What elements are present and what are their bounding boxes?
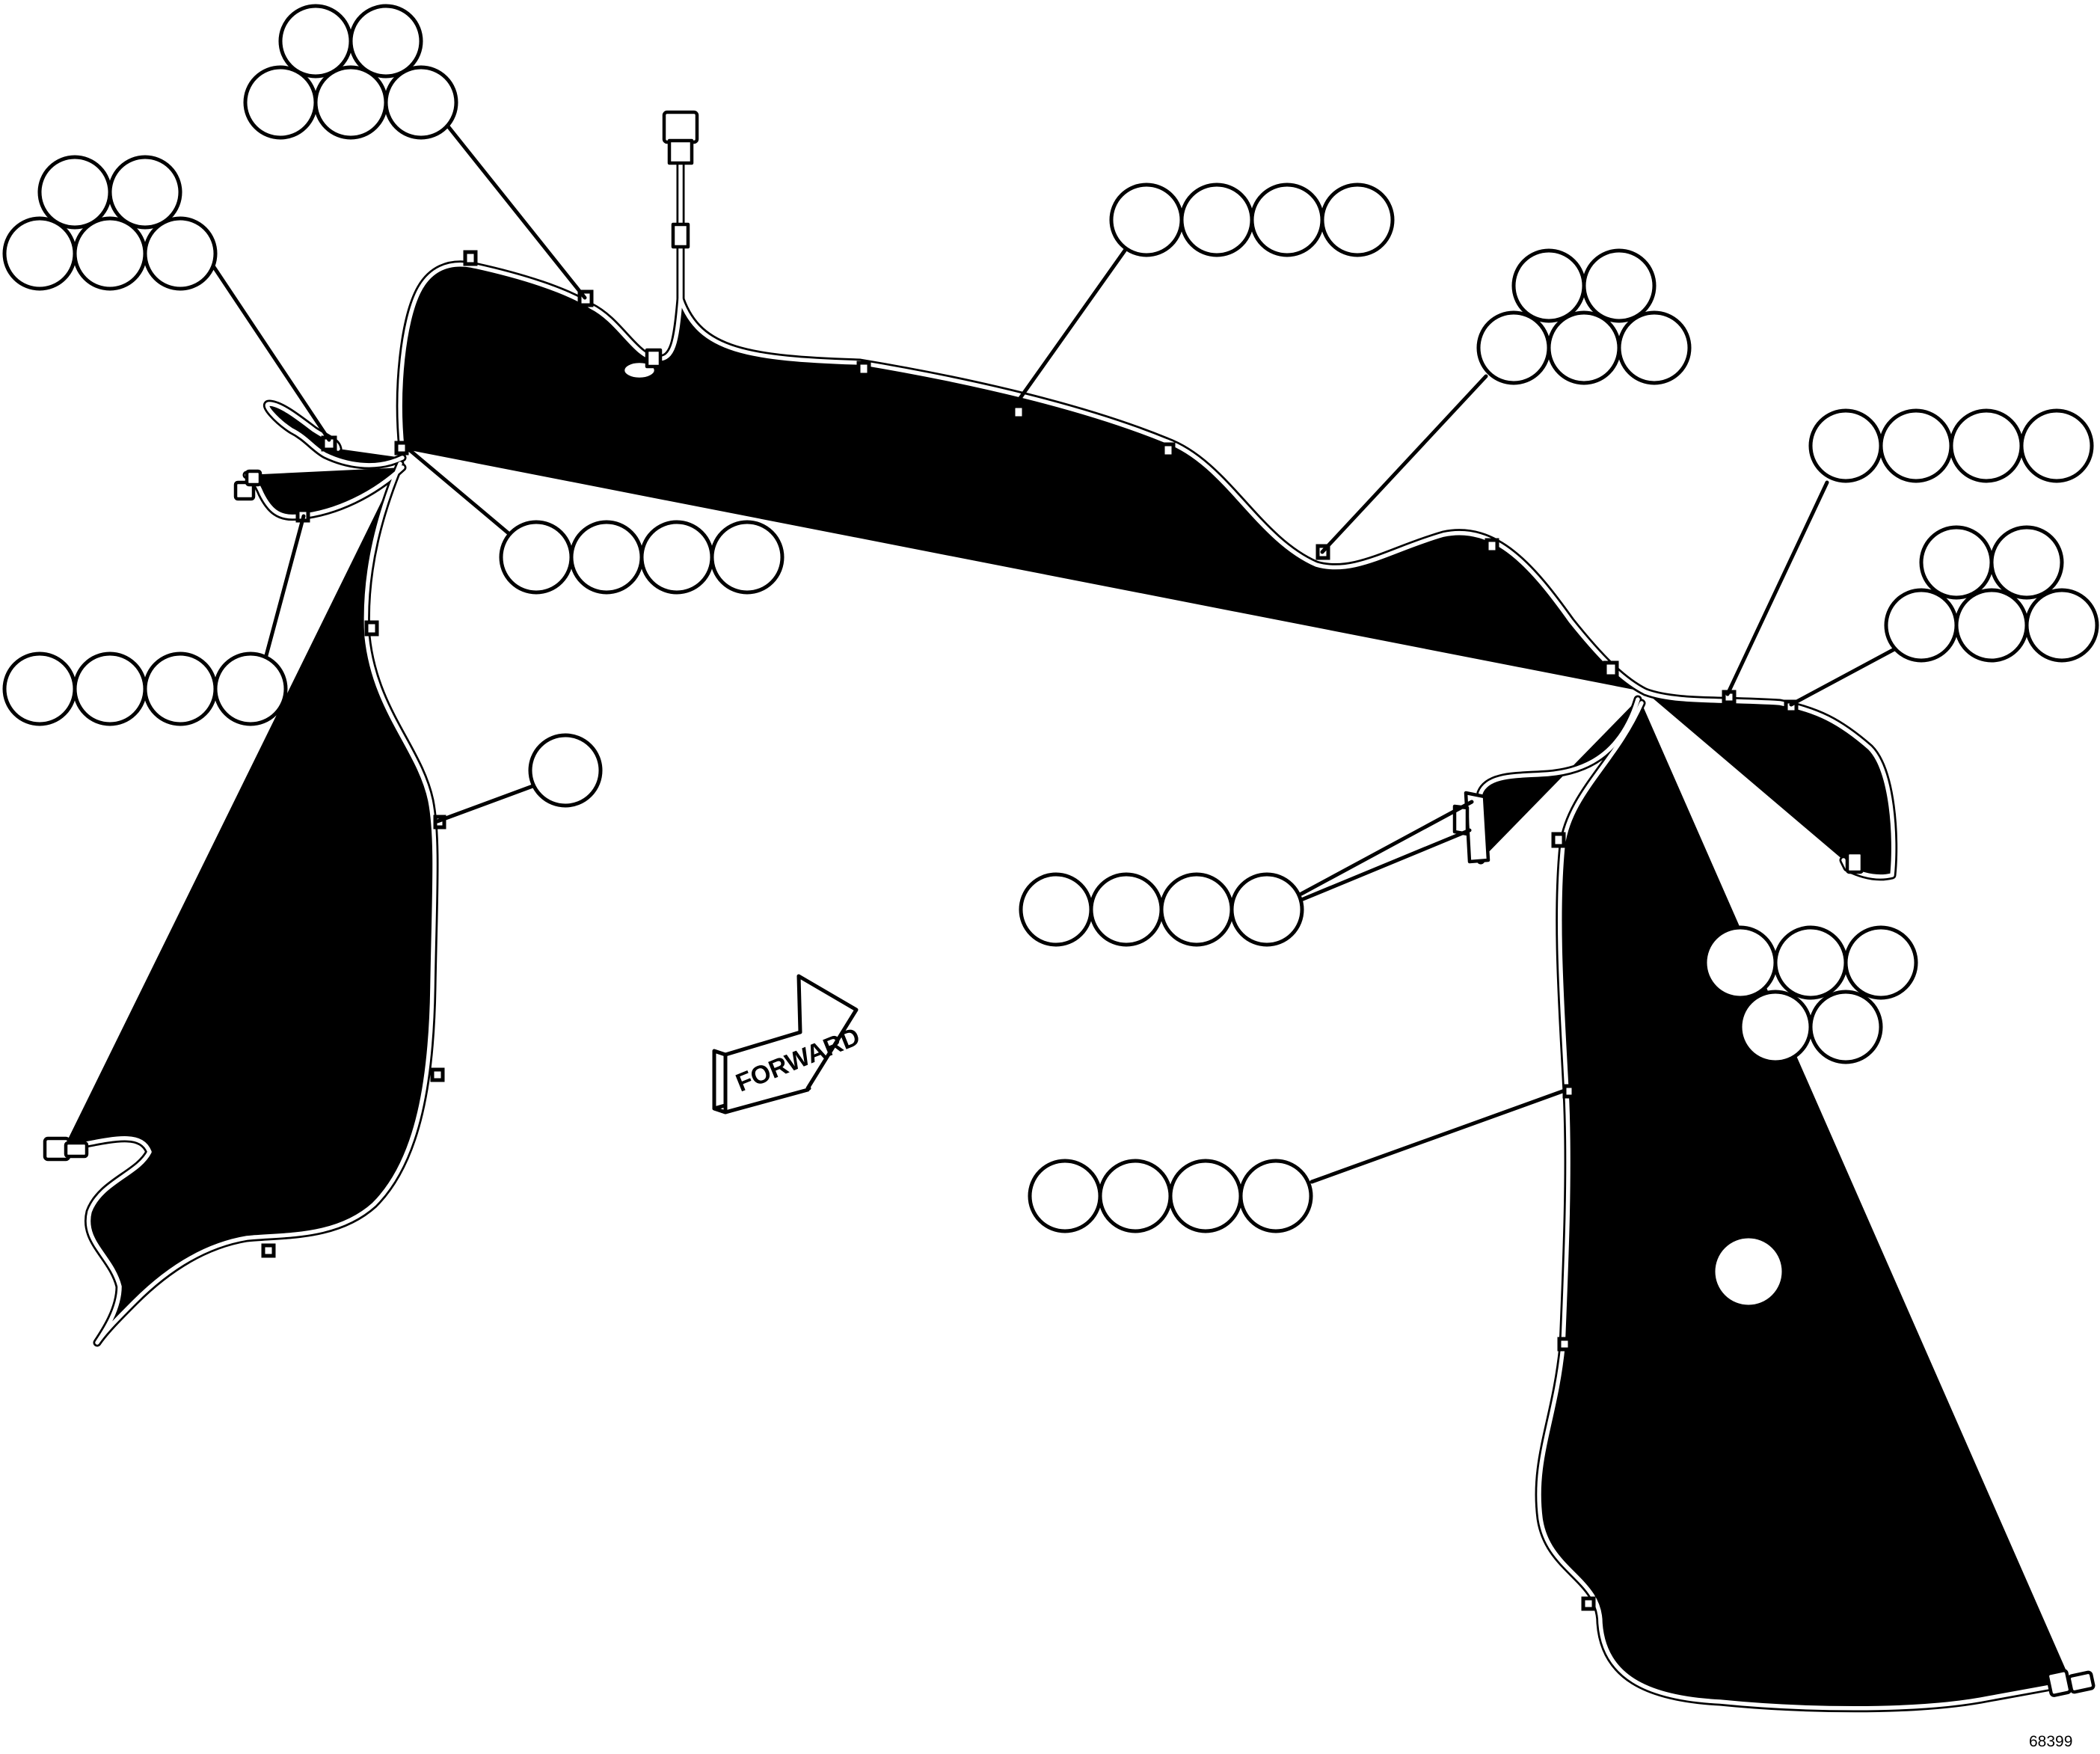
callout-balloon bbox=[1954, 588, 2029, 663]
ring-terminal bbox=[621, 348, 663, 381]
callout-group-top-left-upper bbox=[243, 4, 458, 140]
callout-group-left-upper bbox=[2, 155, 218, 291]
callout-group-right-cluster-5-lower bbox=[1703, 925, 1918, 1064]
callout-balloon bbox=[73, 216, 147, 291]
callout-balloon bbox=[108, 155, 182, 230]
callout-balloon bbox=[1250, 183, 1324, 257]
harness-wires bbox=[64, 150, 2072, 1708]
callout-balloon bbox=[1547, 310, 1621, 385]
callout-balloon bbox=[1843, 925, 1918, 1000]
callout-balloon bbox=[1989, 525, 2064, 600]
callout-balloon bbox=[143, 651, 218, 726]
callout-balloon bbox=[1238, 1159, 1313, 1233]
callout-balloon bbox=[1109, 183, 1184, 257]
callout-group-left-row-4-lower bbox=[2, 651, 288, 726]
callout-balloon bbox=[213, 651, 288, 726]
left-long-branch-wire bbox=[64, 464, 435, 1343]
left-small-connector bbox=[233, 469, 262, 501]
callout-balloon bbox=[1711, 1234, 1786, 1309]
main-trunk-wire bbox=[400, 264, 1645, 692]
callout-balloon bbox=[349, 4, 423, 79]
forward-direction-arrow: FORWARD bbox=[712, 974, 864, 1114]
callout-balloon bbox=[1884, 588, 1959, 663]
callout-balloon bbox=[569, 520, 644, 595]
callout-balloon bbox=[278, 4, 353, 79]
callout-balloon bbox=[2019, 408, 2094, 483]
callout-balloon bbox=[1019, 872, 1093, 947]
callout-balloon bbox=[1168, 1159, 1243, 1233]
callout-balloon bbox=[499, 520, 574, 595]
callout-balloon bbox=[1808, 408, 1883, 483]
callout-balloon bbox=[710, 520, 785, 595]
right-upper-branch-wire bbox=[1645, 692, 1894, 877]
callout-balloon bbox=[1028, 1159, 1102, 1233]
figure-number: 68399 bbox=[2029, 1733, 2072, 1750]
callout-balloon bbox=[313, 65, 388, 140]
left-short-branch-wire bbox=[247, 467, 402, 517]
bracket-branch-wire bbox=[1479, 699, 1638, 860]
callout-balloon bbox=[1582, 248, 1657, 323]
callout-balloon bbox=[1511, 248, 1586, 323]
callout-balloon bbox=[143, 216, 218, 291]
callout-balloon bbox=[1089, 872, 1164, 947]
callout-balloon bbox=[1919, 525, 1994, 600]
callout-balloon bbox=[1773, 925, 1848, 1000]
callout-balloon bbox=[1949, 408, 2024, 483]
callout-balloon bbox=[1879, 408, 1953, 483]
callout-balloon bbox=[639, 520, 714, 595]
callout-balloon bbox=[243, 65, 318, 140]
callout-group-center-right-cluster-5 bbox=[1476, 248, 1692, 385]
callout-balloon bbox=[2, 651, 77, 726]
callout-balloon bbox=[1229, 872, 1304, 947]
callout-balloon bbox=[1703, 925, 1778, 1000]
callout-balloon bbox=[384, 65, 458, 140]
callout-balloon bbox=[1320, 183, 1395, 257]
callout-balloon bbox=[1179, 183, 1254, 257]
callout-group-left-single bbox=[528, 733, 603, 808]
callout-balloon bbox=[2, 216, 77, 291]
callout-balloon bbox=[1476, 310, 1551, 385]
callout-balloon bbox=[2024, 588, 2099, 663]
callout-balloon bbox=[1808, 990, 1883, 1064]
lower-left-connector bbox=[43, 1136, 89, 1162]
callout-balloon bbox=[1098, 1159, 1173, 1233]
callout-balloon bbox=[73, 651, 147, 726]
right-branch-end-connector bbox=[1845, 850, 1864, 874]
callout-balloon bbox=[1738, 990, 1813, 1064]
callout-balloon bbox=[1159, 872, 1234, 947]
right-long-branch-wire bbox=[1538, 703, 2072, 1708]
components bbox=[43, 110, 2096, 1697]
leader-lines bbox=[206, 125, 1897, 1259]
callout-group-right-row-4 bbox=[1808, 408, 2094, 483]
upper-connector bbox=[662, 110, 699, 249]
callout-group-right-cluster-5 bbox=[1884, 525, 2099, 663]
callout-group-top-center-row-4 bbox=[1109, 183, 1395, 257]
callout-group-lower-right-single bbox=[1711, 1234, 1786, 1309]
callout-group-center-row-4 bbox=[1019, 872, 1304, 947]
callout-balloons bbox=[2, 4, 2099, 1309]
callout-group-left-row-4-near-junction bbox=[499, 520, 785, 595]
callout-group-lower-center-row-4 bbox=[1028, 1159, 1313, 1233]
callout-balloon bbox=[528, 733, 603, 808]
callout-balloon bbox=[37, 155, 112, 230]
callout-balloon bbox=[1617, 310, 1692, 385]
bracket-component bbox=[1452, 791, 1490, 864]
lower-right-connector bbox=[2045, 1669, 2096, 1697]
